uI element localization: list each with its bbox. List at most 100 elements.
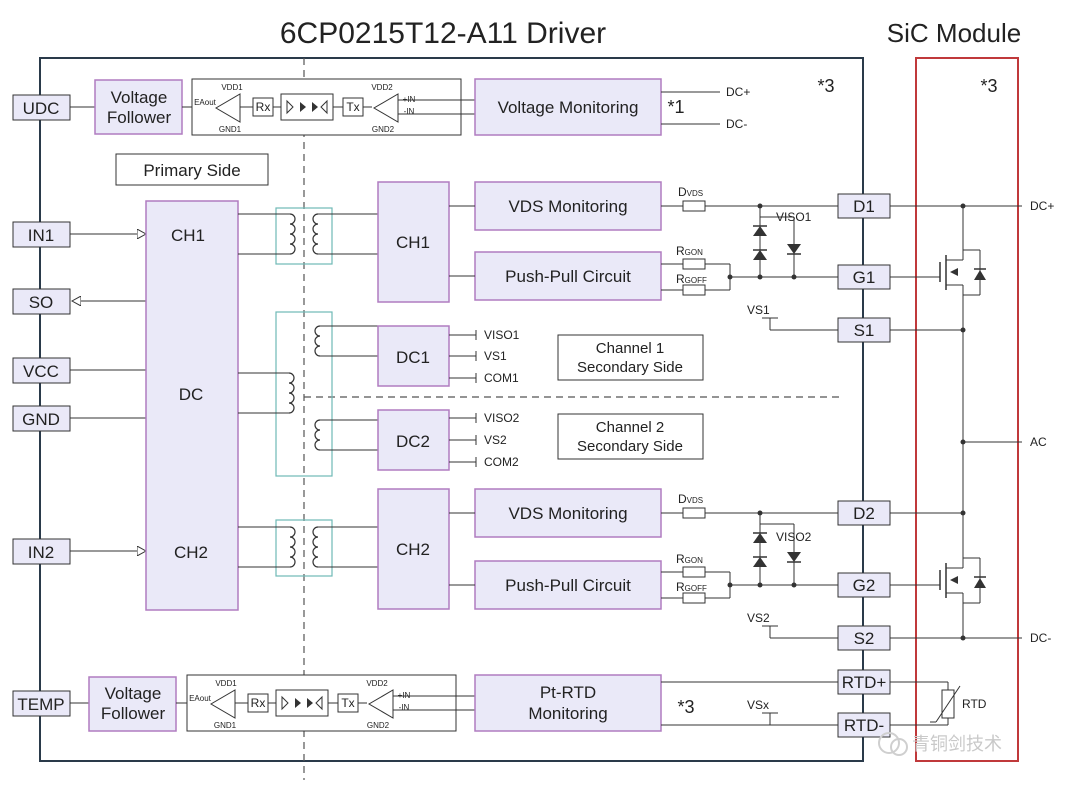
svg-text:RTD+: RTD+ <box>842 673 887 692</box>
svg-text:Follower: Follower <box>107 108 172 127</box>
primary-side-label: Primary Side <box>115 153 269 186</box>
vs1-label: VS1 <box>747 303 770 317</box>
svg-text:Secondary Side: Secondary Side <box>577 359 683 376</box>
svg-text:EAout: EAout <box>189 694 212 703</box>
svg-text:VDD2: VDD2 <box>371 83 393 92</box>
dc2-rails: VISO2 VS2 COM2 <box>449 411 520 469</box>
voltage-follower-bottom: Voltage Follower <box>88 676 177 732</box>
svg-text:D2: D2 <box>853 504 875 523</box>
svg-text:-IN: -IN <box>404 107 415 116</box>
pin-g2: G2 <box>837 572 891 598</box>
svg-text:DC2: DC2 <box>396 432 430 451</box>
svg-text:COM1: COM1 <box>484 371 519 385</box>
pin-d1: D1 <box>837 193 891 219</box>
svg-text:IN1: IN1 <box>28 226 54 245</box>
wechat-icon <box>878 732 900 754</box>
svg-text:GND2: GND2 <box>372 125 395 134</box>
svg-text:Push-Pull Circuit: Push-Pull Circuit <box>505 267 631 286</box>
push-pull-1-block: Push-Pull Circuit <box>474 251 662 301</box>
note-star3-driver: *3 <box>817 76 834 96</box>
svg-text:VDS Monitoring: VDS Monitoring <box>508 197 627 216</box>
svg-text:COM2: COM2 <box>484 455 519 469</box>
svg-text:Voltage: Voltage <box>105 684 162 703</box>
svg-text:VISO2: VISO2 <box>484 411 520 425</box>
pin-udc: UDC <box>12 94 71 121</box>
svg-text:Secondary Side: Secondary Side <box>577 438 683 455</box>
svg-text:Voltage: Voltage <box>111 88 168 107</box>
svg-text:RGOFF: RGOFF <box>676 272 707 286</box>
svg-text:VDD2: VDD2 <box>366 679 388 688</box>
driver-title: 6CP0215T12-A11 Driver <box>280 17 606 50</box>
channel2-secondary-label: Channel 2 Secondary Side <box>557 413 704 460</box>
rtd-wiring: VSx <box>661 681 838 726</box>
voltage-follower-top: Voltage Follower <box>94 79 183 135</box>
dc1-rails: VISO1 VS1 COM1 <box>449 328 520 385</box>
svg-text:VDD1: VDD1 <box>221 83 243 92</box>
svg-text:Channel 1: Channel 1 <box>596 340 664 357</box>
viso2-label: VISO2 <box>776 530 812 544</box>
svg-text:G2: G2 <box>853 576 876 595</box>
pin-g1: G1 <box>837 264 891 290</box>
isolation-amplifier-top: VDD1 GND1 EAout Rx Tx VDD2 GND2 +IN -IN <box>182 78 475 136</box>
svg-text:S2: S2 <box>854 629 875 648</box>
vs2-label: VS2 <box>747 611 770 625</box>
note-star1: *1 <box>667 97 684 117</box>
primary-ch1-label: CH1 <box>171 226 205 245</box>
dc1-converter: DC1 <box>377 325 450 387</box>
svg-text:GND: GND <box>22 410 60 429</box>
channel2-output-network: DVDS RGON RGOFF VISO2 VS2 <box>661 492 838 639</box>
svg-text:Push-Pull Circuit: Push-Pull Circuit <box>505 576 631 595</box>
svg-text:GND2: GND2 <box>367 721 390 730</box>
pin-in1: IN1 <box>12 221 71 248</box>
svg-text:Tx: Tx <box>341 696 354 710</box>
svg-text:VS2: VS2 <box>484 433 507 447</box>
svg-text:DC1: DC1 <box>396 348 430 367</box>
svg-text:Channel 2: Channel 2 <box>596 419 664 436</box>
primary-controller-block: CH1 DC CH2 <box>145 200 239 611</box>
svg-text:GND1: GND1 <box>219 125 242 134</box>
channel1-output-network: DVDS RGON RGOFF VISO1 VS1 <box>661 185 838 331</box>
pin-temp: TEMP <box>12 690 71 717</box>
isolation-amplifier-bottom: VDD1 GND1 EAout Rx Tx VDD2 GND2 +IN -IN <box>176 674 475 732</box>
svg-text:G1: G1 <box>853 268 876 287</box>
svg-text:RTD-: RTD- <box>844 716 884 735</box>
svg-text:CH2: CH2 <box>396 540 430 559</box>
pin-rtd-plus: RTD+ <box>837 669 891 695</box>
svg-text:S1: S1 <box>854 321 875 340</box>
module-dc-plus: DC+ <box>1030 199 1054 213</box>
pt-rtd-monitoring-block: Pt-RTD Monitoring <box>474 674 662 732</box>
svg-text:D1: D1 <box>853 197 875 216</box>
vds-monitoring-1-block: VDS Monitoring <box>474 181 662 231</box>
pin-rtd-minus: RTD- <box>837 712 891 738</box>
svg-text:VCC: VCC <box>23 362 59 381</box>
module-ac: AC <box>1030 435 1047 449</box>
svg-text:青铜剑技术: 青铜剑技术 <box>912 734 1002 755</box>
dc2-converter: DC2 <box>377 409 450 471</box>
svg-text:-IN: -IN <box>399 703 410 712</box>
rtd-label: RTD <box>962 697 987 711</box>
svg-text:RGOFF: RGOFF <box>676 580 707 594</box>
pin-s2: S2 <box>837 625 891 651</box>
vm-dc-plus: DC+ <box>726 85 750 99</box>
dvds-label-1: DVDS <box>678 185 703 199</box>
svg-text:RGON: RGON <box>676 552 703 566</box>
secondary-ch1-block: CH1 <box>377 181 450 303</box>
svg-text:GND1: GND1 <box>214 721 237 730</box>
rtd-sensor: RTD <box>890 681 987 726</box>
transformer-ch1 <box>238 207 378 265</box>
primary-ch2-label: CH2 <box>174 543 208 562</box>
svg-text:Rx: Rx <box>256 100 271 114</box>
svg-text:UDC: UDC <box>23 99 60 118</box>
svg-text:VS1: VS1 <box>484 349 507 363</box>
vds-monitoring-2-block: VDS Monitoring <box>474 488 662 538</box>
svg-text:RGON: RGON <box>676 244 703 258</box>
secondary-ch2-block: CH2 <box>377 488 450 610</box>
watermark: 青铜剑技术 <box>878 732 1002 756</box>
pin-d2: D2 <box>837 500 891 526</box>
sic-module-frame <box>915 57 1019 762</box>
svg-text:Rx: Rx <box>251 696 266 710</box>
svg-text:Pt-RTD: Pt-RTD <box>540 683 596 702</box>
svg-text:Tx: Tx <box>346 100 359 114</box>
note-star3-rtd: *3 <box>677 697 694 717</box>
vm-dc-minus: DC- <box>726 117 747 131</box>
